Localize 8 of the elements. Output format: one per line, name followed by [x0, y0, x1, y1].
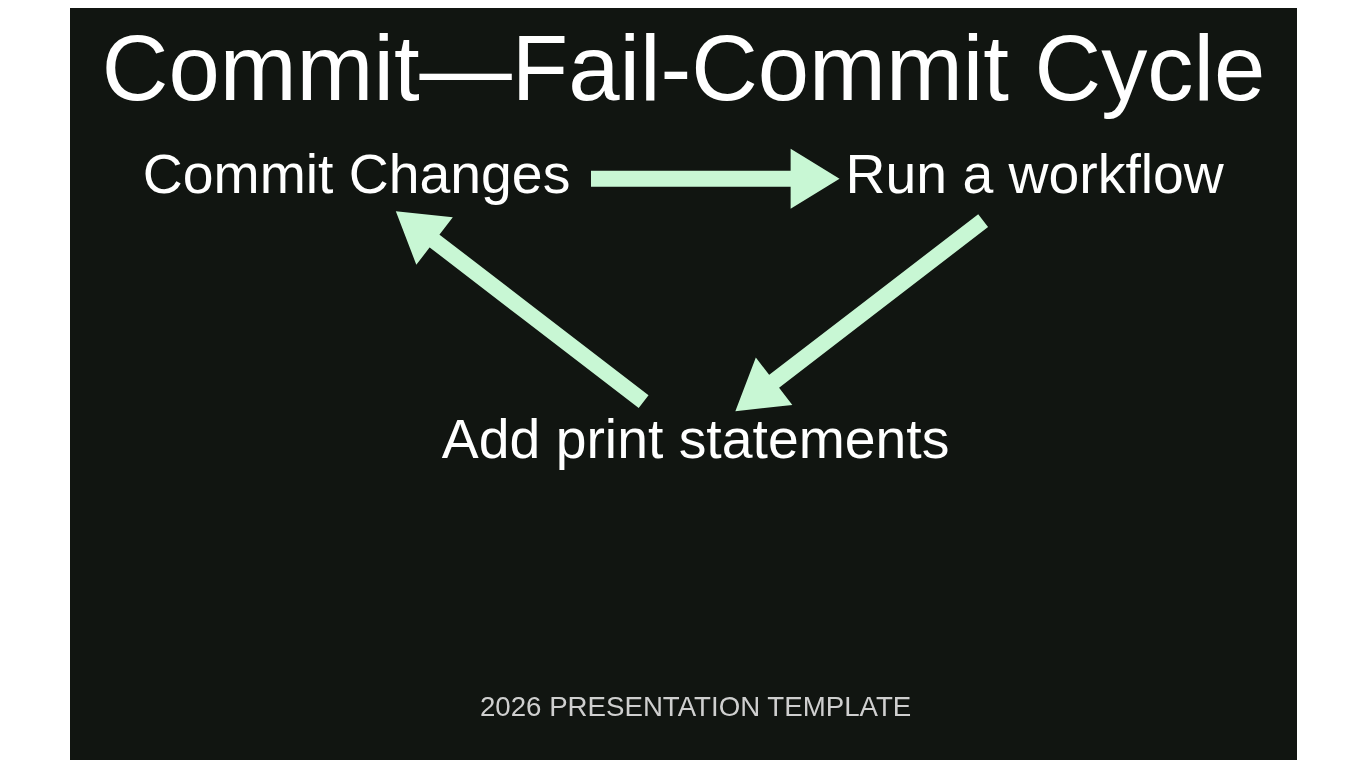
arrow	[590, 148, 839, 209]
node-text: Run a workflow	[844, 143, 1224, 206]
diagram-title: Commit—Fail-Commit Cycle	[101, 16, 1265, 121]
arrow	[734, 214, 988, 412]
arrow	[395, 211, 649, 409]
node-text: Add print statements	[441, 408, 949, 471]
label: 2026 PRESENTATION TEMPLATE	[479, 691, 911, 723]
node-text: Commit Changes	[142, 143, 570, 206]
